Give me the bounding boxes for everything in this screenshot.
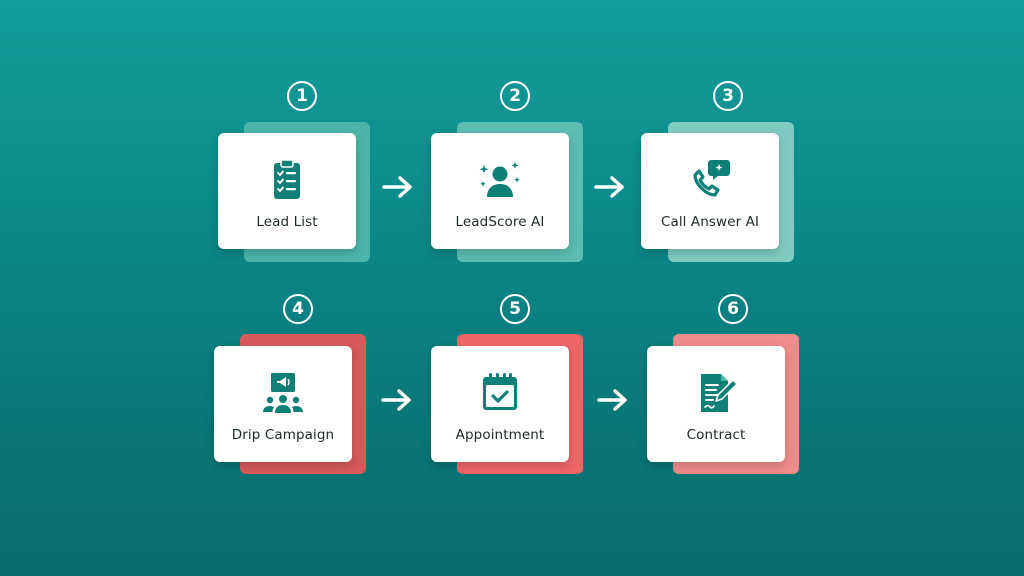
step-number: 1 [296,86,308,106]
step-label: Lead List [256,214,318,230]
step-card-leadscore-ai: LeadScore AI [431,133,569,249]
right-arrow-icon [596,388,630,412]
step-number: 5 [509,299,521,319]
step-number-badge: 6 [718,294,748,324]
step-number-badge: 2 [500,81,530,111]
step-card-contract: Contract [647,346,785,462]
step-number: 3 [722,86,734,106]
step-number: 4 [292,299,304,319]
document-pen-icon [691,368,741,418]
step-label: Appointment [455,427,545,443]
right-arrow-icon [380,388,414,412]
step-number-badge: 1 [287,81,317,111]
step-card-lead-list: Lead List [218,133,356,249]
step-label: LeadScore AI [455,214,545,230]
step-number-badge: 3 [713,81,743,111]
right-arrow-icon [381,175,415,199]
step-card-drip-campaign: Drip Campaign [214,346,352,462]
step-label: Contract [686,427,746,443]
clipboard-checklist-icon [262,155,312,205]
step-card-call-answer-ai: Call Answer AI [641,133,779,249]
step-label: Call Answer AI [660,214,760,230]
step-number: 2 [509,86,521,106]
step-label: Drip Campaign [231,427,335,443]
right-arrow-icon [593,175,627,199]
step-card-appointment: Appointment [431,346,569,462]
calendar-check-icon [475,368,525,418]
step-number-badge: 5 [500,294,530,324]
step-number-badge: 4 [283,294,313,324]
step-number: 6 [727,299,739,319]
user-sparkle-icon [475,155,525,205]
phone-chat-icon [685,155,735,205]
presentation-megaphone-icon [258,368,308,418]
